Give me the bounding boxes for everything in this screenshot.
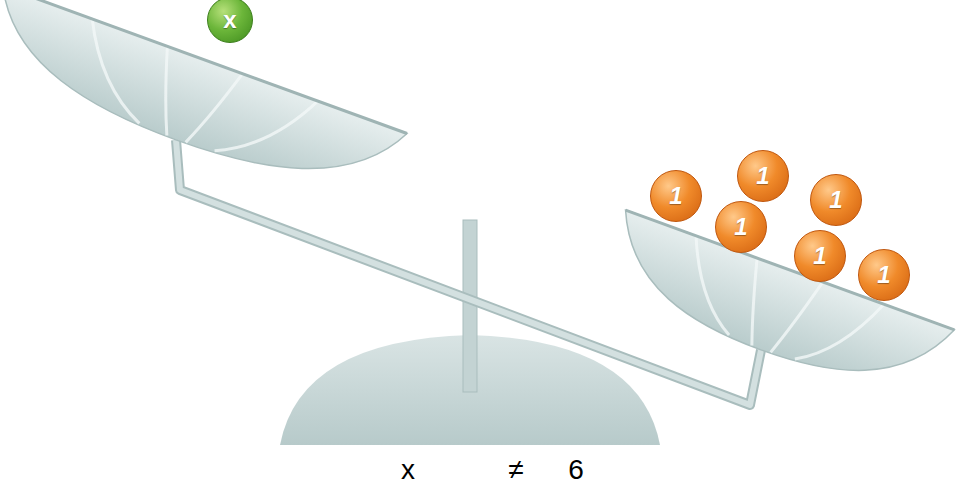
unit-number: 1 <box>756 164 769 188</box>
unit-number: 1 <box>829 188 842 212</box>
equation-term: 6 <box>568 456 584 484</box>
left-pan <box>0 0 407 213</box>
variable-letter: x <box>223 8 236 32</box>
equation-term: x <box>401 456 415 484</box>
unit-number: 1 <box>734 215 747 239</box>
unit-number: 1 <box>669 184 682 208</box>
unit-ball: 1 <box>737 150 789 202</box>
unit-ball: 1 <box>715 201 767 253</box>
unit-number: 1 <box>877 263 890 287</box>
unit-ball: 1 <box>810 174 862 226</box>
unit-ball: 1 <box>650 170 702 222</box>
unit-ball: 1 <box>858 249 910 301</box>
unit-number: 1 <box>813 244 826 268</box>
right-pan <box>596 210 954 410</box>
variable-ball: x <box>207 0 253 43</box>
equation-term: ≠ <box>508 456 523 484</box>
unit-ball: 1 <box>794 230 846 282</box>
